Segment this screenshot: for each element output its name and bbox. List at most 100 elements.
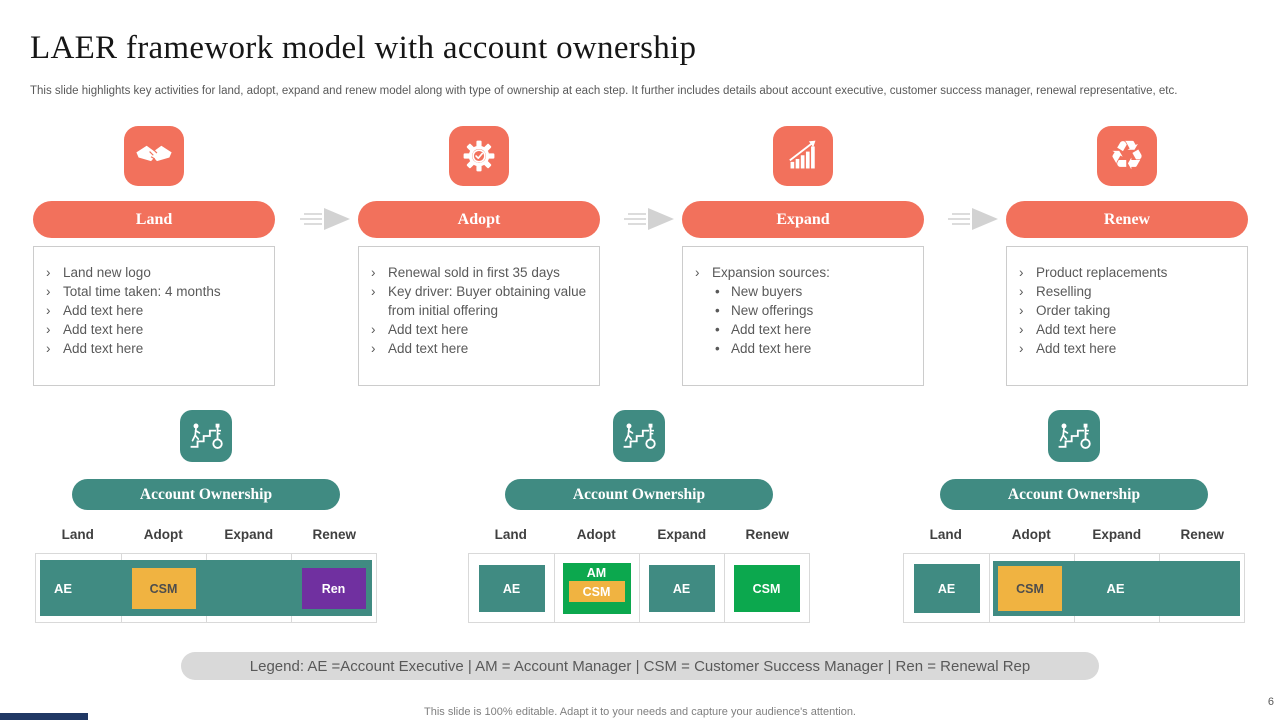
column-header-expand: Expand: [657, 527, 707, 542]
bullet-text: New buyers: [731, 284, 803, 299]
stage-details-adopt: ›Renewal sold in first 35 days ›Key driv…: [358, 246, 600, 386]
badge-label-ae: AE: [54, 580, 73, 596]
flow-arrow-icon: [300, 208, 350, 230]
bullet-marker: •: [715, 341, 720, 356]
ownership-title: Account Ownership: [572, 485, 706, 503]
recycle-icon: ♻: [1097, 126, 1157, 186]
ownership-table: AE CSM Ren: [35, 553, 377, 623]
bullet-item: › Add text here: [44, 339, 268, 358]
bullet-text: Add text here: [731, 341, 812, 356]
bullet-item: ›Order taking: [1017, 301, 1241, 320]
bullet-item: › Add text here: [369, 320, 593, 339]
am-csm-badge: AM CSM: [562, 563, 631, 614]
ae-badge: AE: [478, 565, 545, 612]
table-divider: [639, 554, 640, 622]
bullet-item-sub: •Add text here: [693, 320, 917, 339]
column-header-expand: Expand: [1092, 527, 1142, 542]
account-growth-stairs-key-icon: [613, 410, 665, 462]
account-growth-stairs-key-icon: [180, 410, 232, 462]
bullet-item: ›Total time taken: 4 months: [44, 282, 268, 301]
bullet-item: ›Land new logo: [44, 263, 268, 282]
bullet-item: › Add text here: [369, 339, 593, 358]
bullet-marker: ›: [46, 322, 51, 337]
ren-badge: Ren: [301, 568, 366, 609]
bullet-marker: ›: [1019, 303, 1024, 318]
ownership-title: Account Ownership: [139, 485, 273, 503]
ownership-block-3: Account Ownership Land Adopt Expand Rene…: [903, 402, 1245, 623]
column-header-land: Land: [929, 527, 962, 542]
stage-pill-adopt: Adopt: [358, 201, 600, 238]
bullet-text: Add text here: [388, 322, 469, 337]
bullet-item: ›Add text here: [44, 320, 268, 339]
ownership-pill: Account Ownership: [72, 479, 340, 510]
ownership-block-1: Account Ownership Land Adopt Expand Rene…: [35, 402, 377, 623]
flow-arrow-icon: [948, 208, 998, 230]
stage-label: Adopt: [457, 210, 501, 228]
column-header-expand: Expand: [224, 527, 274, 542]
bullet-marker: ›: [695, 265, 700, 280]
bullet-item: ›Add text here: [1017, 339, 1241, 358]
badge-label-ae: AE: [937, 581, 956, 596]
ownership-headers: Land Adopt Expand Renew: [903, 527, 1245, 544]
slide-description: This slide highlights key activities for…: [30, 85, 1178, 97]
badge-label-ae: AE: [502, 581, 521, 596]
stage-column-renew: ♻ Renew ›Product replacements ›Reselling…: [1006, 120, 1248, 386]
bullet-marker: ›: [371, 322, 376, 337]
bullet-marker: ›: [371, 265, 376, 280]
footer-note: This slide is 100% editable. Adapt it to…: [424, 706, 856, 718]
handshake-icon: [124, 126, 184, 186]
stage-column-land: Land ›Land new logo ›Total time taken: 4…: [33, 120, 275, 386]
ownership-headers: Land Adopt Expand Renew: [35, 527, 377, 544]
bullet-text: Land new logo: [63, 265, 151, 280]
legend-bar: Legend: AE =Account Executive | AM = Acc…: [181, 652, 1099, 680]
stage-pill-land: Land: [33, 201, 275, 238]
stage-label: Expand: [776, 210, 830, 228]
table-divider: [724, 554, 725, 622]
bullet-marker: ›: [46, 284, 51, 299]
column-header-adopt: Adopt: [143, 527, 183, 542]
badge-label-ae: AE: [1106, 581, 1125, 596]
recycle-glyph: ♻: [1109, 133, 1145, 179]
ownership-table: AE AE CSM: [903, 553, 1245, 623]
column-header-land: Land: [61, 527, 94, 542]
bullet-text: Add text here: [63, 303, 144, 318]
ownership-pill: Account Ownership: [940, 479, 1208, 510]
badge-label-ae: AE: [672, 581, 691, 596]
bullet-text: New offerings: [731, 303, 814, 318]
ownership-block-2: Account Ownership Land Adopt Expand Rene…: [468, 402, 810, 623]
bullet-marker: ›: [46, 341, 51, 356]
bullet-marker: •: [715, 284, 720, 299]
bullet-marker: ›: [371, 284, 376, 299]
stage-details-expand: ›Expansion sources: •New buyers •New off…: [682, 246, 924, 386]
ownership-title: Account Ownership: [1007, 485, 1141, 503]
bullet-text: Add text here: [388, 341, 469, 356]
stage-details-land: ›Land new logo ›Total time taken: 4 mont…: [33, 246, 275, 386]
bullet-text: Add text here: [63, 341, 144, 356]
csm-badge: CSM: [733, 565, 800, 612]
ownership-pill: Account Ownership: [505, 479, 773, 510]
badge-label-csm: CSM: [568, 581, 625, 602]
stage-label: Land: [135, 210, 173, 228]
ownership-headers: Land Adopt Expand Renew: [468, 527, 810, 544]
bullet-marker: •: [715, 303, 720, 318]
column-header-renew: Renew: [1180, 527, 1224, 542]
gear-check-icon: [449, 126, 509, 186]
column-header-renew: Renew: [745, 527, 789, 542]
stage-column-expand: Expand ›Expansion sources: •New buyers •…: [682, 120, 924, 386]
bullet-text: Add text here: [731, 322, 812, 337]
table-divider: [989, 554, 990, 622]
stage-details-renew: ›Product replacements ›Reselling ›Order …: [1006, 246, 1248, 386]
badge-label-ren: Ren: [321, 581, 346, 596]
growth-chart-icon: [773, 126, 833, 186]
bullet-marker: ›: [1019, 341, 1024, 356]
stage-pill-expand: Expand: [682, 201, 924, 238]
bullet-marker: ›: [371, 341, 376, 356]
flow-arrow-icon: [624, 208, 674, 230]
bullet-text: Add text here: [1036, 322, 1117, 337]
bullet-text: Renewal sold in first 35 days: [388, 265, 560, 280]
column-header-adopt: Adopt: [1011, 527, 1051, 542]
ae-badge: AE: [648, 565, 715, 612]
bullet-item-sub: • Add text here: [693, 339, 917, 358]
column-header-renew: Renew: [312, 527, 356, 542]
